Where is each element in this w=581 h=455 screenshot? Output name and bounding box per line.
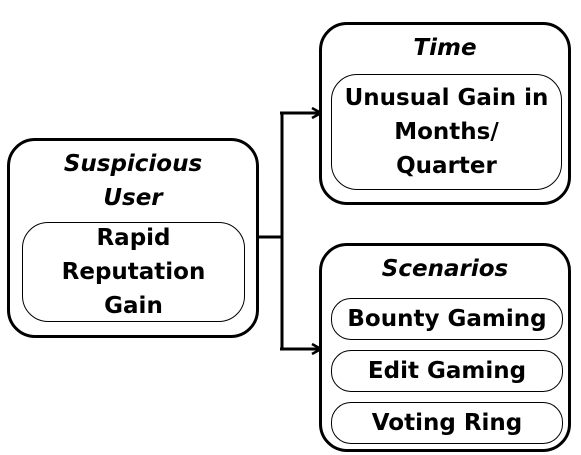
scenario-voting-ring: Voting Ring [331, 402, 563, 444]
scenarios-box: Scenarios Bounty Gaming Edit Gaming Voti… [319, 243, 571, 452]
suspicious-user-title-line1: Suspicious [63, 151, 203, 177]
time-detail-line-1: Unusual Gain in [344, 85, 549, 111]
time-box: Time Unusual Gain in Months/ Quarter [319, 22, 571, 205]
detail-line-2: Reputation [61, 259, 206, 285]
detail-line-3: Gain [104, 293, 163, 319]
suspicious-user-title-line2: User [103, 185, 163, 211]
suspicious-user-title: Suspicious User [10, 147, 256, 215]
scenario-edit-gaming: Edit Gaming [331, 350, 563, 392]
scenarios-title: Scenarios [381, 256, 509, 282]
detail-line-1: Rapid [96, 225, 171, 251]
time-detail-line-2: Months/ [394, 119, 499, 145]
scenario-bounty-gaming: Bounty Gaming [331, 298, 563, 340]
suspicious-user-box: Suspicious User Rapid Reputation Gain [7, 138, 259, 338]
time-title: Time [413, 35, 477, 61]
unusual-gain-box: Unusual Gain in Months/ Quarter [331, 74, 562, 190]
rapid-reputation-gain-box: Rapid Reputation Gain [22, 222, 245, 322]
time-detail-line-3: Quarter [396, 153, 497, 179]
